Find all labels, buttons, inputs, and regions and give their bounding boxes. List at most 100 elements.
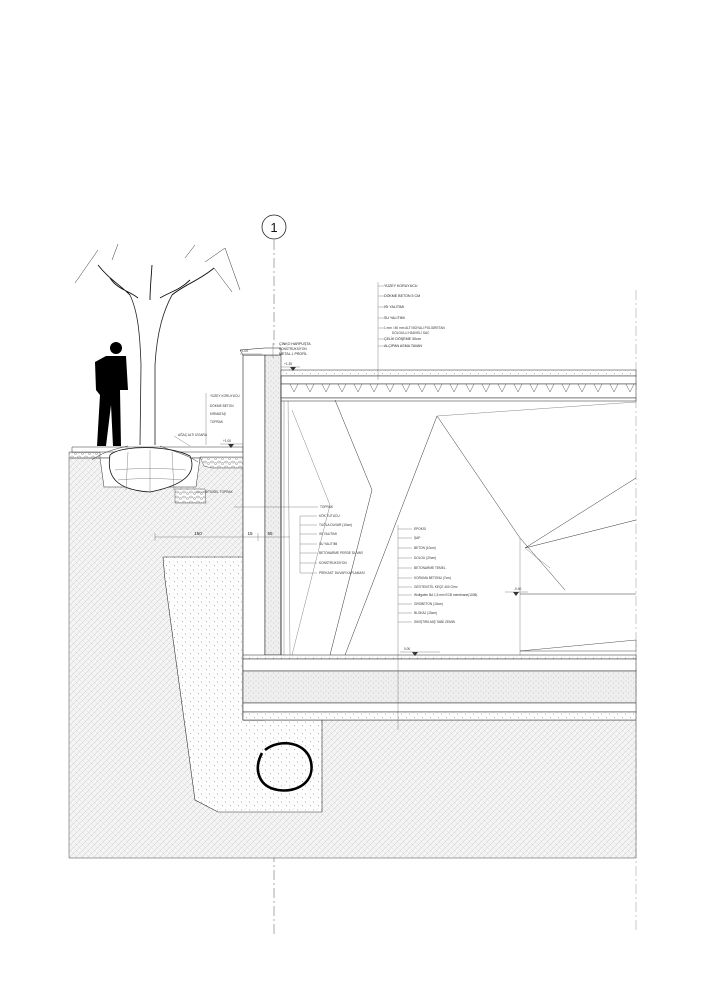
wall-label-4: ISI YALITIMI [319,532,337,536]
step-ramp [519,639,637,652]
roof-rib [561,383,571,393]
interior-faceted-walls [291,399,637,656]
roof-label-1: YÜZEY KORUYUCU [384,284,418,288]
wall-label-6: BETONARME PERDE DUVAR [319,551,364,555]
roof-rib [577,383,587,393]
foundation-slab [242,702,637,713]
planter-label-3: KIRMATAŞ [210,412,226,416]
tree-trunk [129,294,173,446]
roof-steel-beams [280,383,637,399]
roof-rib [449,383,459,393]
planter-label-2: DÖKME BETON [210,404,234,408]
floor-buildup [242,639,637,721]
planter-label-1: YÜZEY KORUYUCU [210,394,240,398]
tree-roots [91,445,199,463]
suspended-ceiling [280,397,637,402]
level-markers: +1.00 +1.35 +1.00 0.00 -0.40 [220,349,528,656]
floor-label-5: BETONARME TEMEL [414,566,446,570]
roof-rib [529,383,539,393]
roof-rib [465,383,475,393]
dimension-line: 150 15 55 [154,531,290,541]
roof-rib [385,383,395,393]
parapet-label-1: ÇİNKO HARPUŞTA [279,341,311,346]
roof-rib [289,383,299,393]
planter-label-5: AĞAÇ ALTI IZGARA [178,432,208,437]
dimension-150: 150 [194,531,202,536]
roof-rib [337,383,347,393]
floor-fill [242,670,637,704]
roof-rib [401,383,411,393]
drain-pipe [256,742,313,792]
wall-label-2: KÖK TUTUCU [319,514,340,518]
planter-label-4: TOPRAK [210,420,224,424]
root-ball-net [114,450,187,492]
planter-gravel-right [199,456,245,469]
planter-drain-gravel [174,488,207,504]
planter-gravel-left [68,451,101,459]
parapet-label-2: KONSTRÜKSİYON [279,346,307,351]
floor-annotation: EPOKSİ ŞAP BETON (10cm) DOLGU (20cm) BET… [397,525,477,730]
roof-rib [593,383,603,393]
roof-rib [305,383,315,393]
brick-wall [264,354,282,656]
axis-label: 1 [270,220,277,235]
level-roof-top: +1.35 [284,362,292,366]
roof-screed [280,369,637,377]
planter-label-6: BİTKİSEL TOPRAK [205,489,234,494]
wall-label-5: SU YALITIMI [319,542,337,546]
roof-label-2: DÖKME BETON 5 CM [384,294,420,298]
roof-label-4: SU YALITIMI [384,316,405,320]
roof-rib [625,383,635,393]
planter-annotation: YÜZEY KORUYUCU DÖKME BETON KIRMATAŞ TOPR… [173,393,240,494]
roof-rib [353,383,363,393]
person-silhouette [95,342,128,446]
roof-label-3: ISI YALITIMI [384,305,404,309]
dimension-55: 55 [267,531,273,536]
root-ball [108,447,193,493]
floor-label-2: ŞAP [414,536,420,540]
roof-label-5a: 1 mm / 80 mm ALTI BOYALI POLİÜRETAN [384,325,445,330]
roof-rib [497,383,507,393]
floor-label-10: BLOKAJ (15cm) [414,611,437,615]
floor-label-4: DOLGU (20cm) [414,556,436,560]
tree-branches [97,264,215,301]
wall-annotation: TOPRAK KÖK TUTUCU TUĞLA DUVAR (10cm) ISI… [234,505,365,575]
parapet-label-3: METAL L PROFİL [279,351,307,356]
planter [68,446,245,504]
roof-label-6: ÇELİK DÖŞEME 30cm [384,336,421,341]
roof-annotation: YÜZEY KORUYUCU DÖKME BETON 5 CM ISI YALI… [377,282,445,380]
tree-canopy-lines [74,243,241,293]
floor-label-1: EPOKSİ [414,526,426,531]
roof-label-5b: DOLGULU HADVELİ SAC [392,330,430,335]
parapet-annotation: ÇİNKO HARPUŞTA KONSTRÜKSİYON METAL L PRO… [272,341,311,358]
roof-rib [433,383,443,393]
wall-label-7: KONSTRÜKSİYON [319,560,347,565]
tree [74,243,241,463]
wall-label-8: PREKAST DUVAR KAPLAMASI [319,571,365,575]
floor-screed [242,654,637,660]
precast-cladding-line [287,394,291,656]
roof-rib [513,383,523,393]
axis-bubble [261,214,287,240]
floor-label-11: SIKIŞTIRILMIŞ TABİİ ZEMİN [414,619,456,624]
roof-ribs [289,383,635,393]
floor-label-7: GEOTEKSTİL KEÇE 400 G/m² [414,584,458,589]
roof-deck [280,375,637,385]
level-roof-top-left: +1.00 [240,349,248,353]
floor-concrete [242,658,637,672]
level-floor: 0.00 [404,647,410,651]
roof-slab [280,369,637,655]
roof-label-7: ALÇIPAN ASMA TAVAN [384,344,422,348]
roof-rib [609,383,619,393]
wall-label-1: TOPRAK [320,505,334,509]
roof-rib [321,383,331,393]
wall-label-3: TUĞLA DUVAR (10cm) [319,522,352,527]
level-ground-left: +1.00 [223,439,231,443]
floor-label-8: Wolfgalen BA 1,5 mm ECB membrane(1008) [414,593,477,597]
roof-rib [369,383,379,393]
floor-label-9: GROBETON (10cm) [414,602,443,606]
roof-rib [481,383,491,393]
floor-label-6: KORUMA BETONU (7cm) [414,576,451,580]
level-step: -0.40 [514,587,521,591]
